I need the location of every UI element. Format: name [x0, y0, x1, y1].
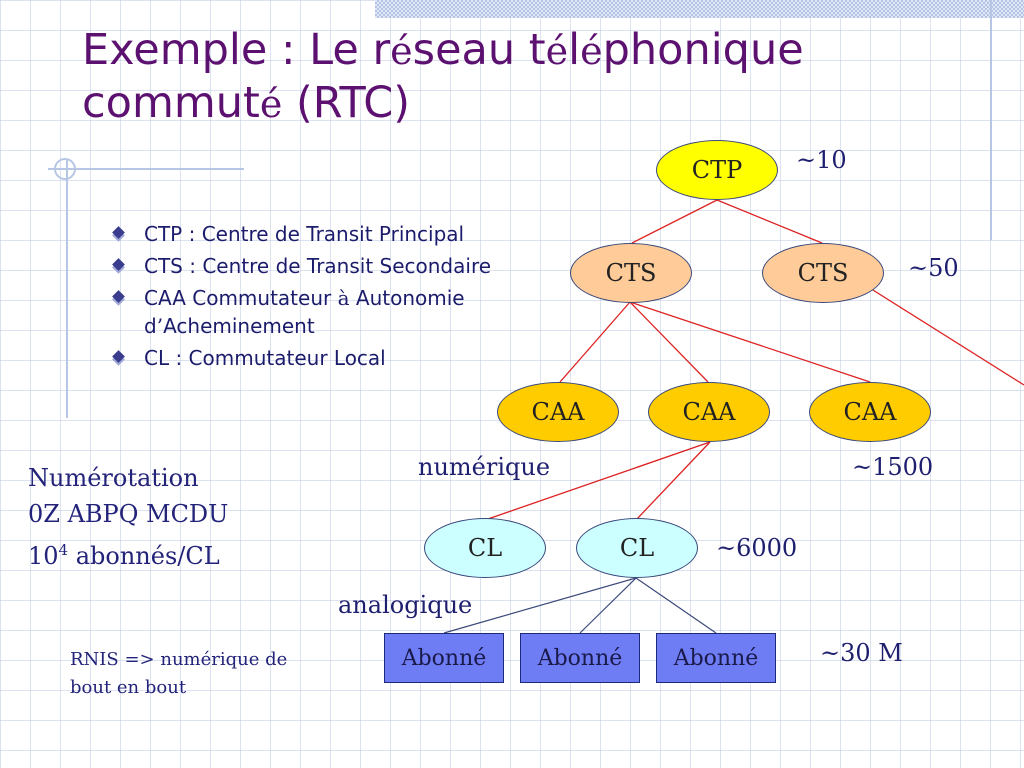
edge-ctp-cts1	[631, 199, 718, 244]
count-ctp: ~10	[796, 146, 847, 174]
count-abonne: ~30 M	[820, 639, 903, 667]
node-cts-1: CTS	[570, 243, 692, 303]
decorative-circle	[54, 158, 76, 180]
bullet-cl: CL : Commutateur Local	[112, 344, 572, 372]
numerotation-note: Numérotation 0Z ABPQ MCDU 104 abonnés/CL	[28, 460, 228, 574]
definitions-list: CTP : Centre de Transit Principal CTS : …	[112, 220, 572, 376]
edge-cl2-ab3	[635, 577, 717, 634]
edge-cl2-ab1	[443, 577, 637, 634]
right-decorative-line	[990, 0, 992, 240]
rnis-note: RNIS => numérique de bout en bout	[70, 649, 288, 698]
slide-title: Exemple : Le réseau téléphonique commuté…	[82, 24, 962, 130]
node-abonne-3: Abonné	[656, 633, 776, 683]
node-abonne-2: Abonné	[520, 633, 640, 683]
count-caa: ~1500	[852, 453, 934, 481]
bullet-cts: CTS : Centre de Transit Secondaire	[112, 252, 572, 280]
node-ctp: CTP	[656, 140, 778, 200]
top-decorative-band	[375, 0, 1024, 18]
bullet-caa-line2: d’Acheminement	[144, 314, 315, 338]
node-cl-1: CL	[424, 518, 546, 578]
title-line-1: Exemple : Le réseau téléphonique	[82, 25, 804, 75]
title-line-2: commuté (RTC)	[82, 78, 411, 128]
edge-ctp-cts2	[716, 199, 823, 244]
edge-cts1-caa3	[629, 301, 871, 383]
edge-cl2-ab2	[579, 577, 637, 634]
count-cts: ~50	[908, 254, 959, 282]
edge-caa2-cl1	[484, 441, 711, 521]
node-caa-1: CAA	[497, 382, 619, 442]
count-cl: ~6000	[716, 534, 798, 562]
label-analogique: analogique	[338, 591, 473, 619]
bullet-ctp: CTP : Centre de Transit Principal	[112, 220, 572, 248]
label-numerique: numérique	[418, 453, 551, 481]
node-caa-3: CAA	[809, 382, 931, 442]
edge-caa2-cl2	[635, 441, 711, 521]
edge-cts1-caa1	[559, 301, 631, 383]
left-decorative-line	[66, 160, 68, 418]
edge-cts1-caa2	[629, 301, 709, 383]
node-cts-2: CTS	[762, 243, 884, 303]
node-cl-2: CL	[576, 518, 698, 578]
title-underline	[48, 168, 244, 170]
edge-cts2-offscreen	[864, 284, 1024, 386]
subscribers-per-cl: 104 abonnés/CL	[28, 541, 220, 570]
node-caa-2: CAA	[648, 382, 770, 442]
node-abonne-1: Abonné	[384, 633, 504, 683]
